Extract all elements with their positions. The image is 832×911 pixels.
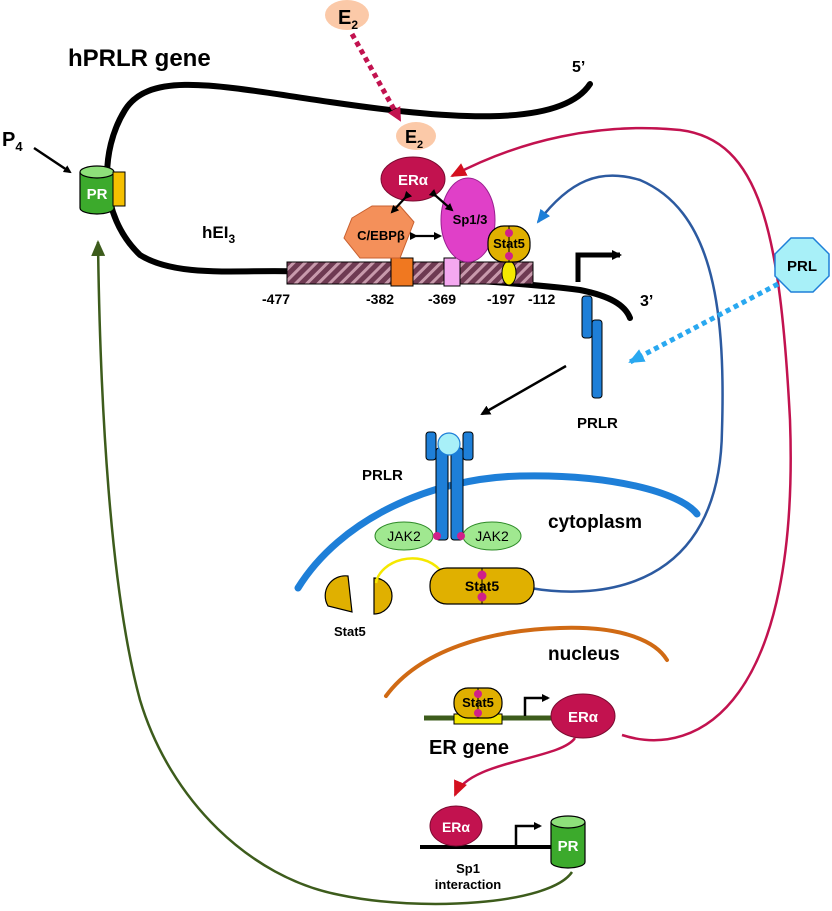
- phospho-site: [433, 532, 441, 540]
- jak2-right: JAK2: [462, 521, 522, 551]
- svg-text:E2: E2: [405, 127, 423, 151]
- jak2-label: JAK2: [475, 528, 509, 544]
- cebp-beta-factor: C/EBPβ: [343, 205, 415, 259]
- er-gene-tss-arrow: [523, 694, 550, 716]
- prlr-transcript: [581, 295, 603, 399]
- prl-label: PRL: [787, 258, 817, 275]
- nucleus-label: nucleus: [548, 644, 620, 665]
- five-prime-label: 5’: [572, 59, 585, 76]
- gene-title: hPRLR gene: [68, 45, 211, 72]
- position-label: -477: [262, 291, 290, 307]
- svg-text:E2: E2: [338, 7, 358, 32]
- stat5-dimer-cytoplasm: Stat5: [429, 567, 535, 605]
- cebp-binding-site: [390, 257, 414, 287]
- stat5-binding-site: [501, 260, 517, 286]
- stat5-monomers: [324, 575, 393, 615]
- stat5-label: Stat5: [462, 695, 494, 710]
- cytoplasm-label: cytoplasm: [548, 512, 642, 533]
- pr-receptor-gene: PR: [79, 165, 115, 215]
- stat5-translocation-path: [529, 174, 724, 593]
- interaction-arrow: [390, 190, 413, 214]
- prl-dotted-arrow: [628, 281, 780, 365]
- jak2-label: JAK2: [387, 528, 421, 544]
- position-label: -369: [428, 291, 456, 307]
- stat5-label: Stat5: [465, 578, 499, 594]
- er-alpha-pr-gene: ERα: [429, 805, 483, 847]
- transcription-start-arrow: [575, 250, 622, 282]
- er-alpha-feedback-path: [450, 126, 792, 742]
- pr-gene-tss-arrow: [514, 822, 542, 845]
- position-label: -382: [366, 291, 394, 307]
- prlr-expression-arrow: [480, 364, 567, 416]
- stat5-label: Stat5: [493, 236, 525, 251]
- prlr-label-membrane: PRLR: [362, 467, 403, 484]
- er-alpha-to-pr-path: [453, 737, 577, 797]
- er-alpha-nucleus: ERα: [550, 693, 616, 739]
- pr-label: PR: [558, 838, 579, 855]
- nuclear-membrane: [384, 625, 669, 698]
- sp13-label: Sp1/3: [453, 212, 488, 227]
- three-prime-label: 3’: [640, 293, 653, 310]
- p4-arrow: [33, 146, 72, 174]
- er-alpha-promoter: ERα: [380, 156, 446, 202]
- cell-membrane: [294, 472, 701, 592]
- pr-label: PR: [87, 186, 108, 203]
- stat5-monomer-label: Stat5: [334, 624, 366, 639]
- pr-receptor-bottom: PR: [550, 815, 586, 869]
- p4-label: P4: [2, 129, 23, 154]
- er-alpha-label: ERα: [442, 819, 470, 835]
- e2-dotted-arrow: [349, 32, 403, 122]
- prl-ligand: PRL: [774, 237, 830, 293]
- er-alpha-label: ERα: [398, 172, 429, 189]
- pre-binding-site: [112, 171, 126, 207]
- er-gene-label: ER gene: [429, 737, 509, 759]
- pr-feedback-path: [91, 240, 574, 906]
- sp1-interaction-label-1: Sp1: [456, 861, 480, 876]
- phosphorylation-link: [374, 557, 441, 584]
- e2-hormone-bound: E2: [396, 122, 436, 151]
- stat5-dimer-promoter: Stat5: [487, 225, 531, 263]
- sp1-interaction-label-2: interaction: [435, 877, 502, 892]
- jak2-left: JAK2: [374, 521, 434, 551]
- interaction-arrow: [428, 189, 454, 212]
- sp13-factor: Sp1/3: [440, 177, 496, 263]
- sp-binding-site: [443, 257, 461, 287]
- stat5-dimer-nucleus: Stat5: [453, 687, 503, 719]
- phospho-site: [457, 532, 465, 540]
- promoter-label: hEI3: [202, 223, 235, 246]
- prlr-receptor: [425, 431, 474, 541]
- er-alpha-label: ERα: [568, 709, 599, 726]
- position-label: -197: [487, 291, 515, 307]
- e2-hormone-top: E2: [325, 0, 369, 32]
- position-label: -112: [528, 291, 555, 307]
- prlr-label-top: PRLR: [577, 415, 618, 432]
- cebp-label: C/EBPβ: [357, 228, 405, 243]
